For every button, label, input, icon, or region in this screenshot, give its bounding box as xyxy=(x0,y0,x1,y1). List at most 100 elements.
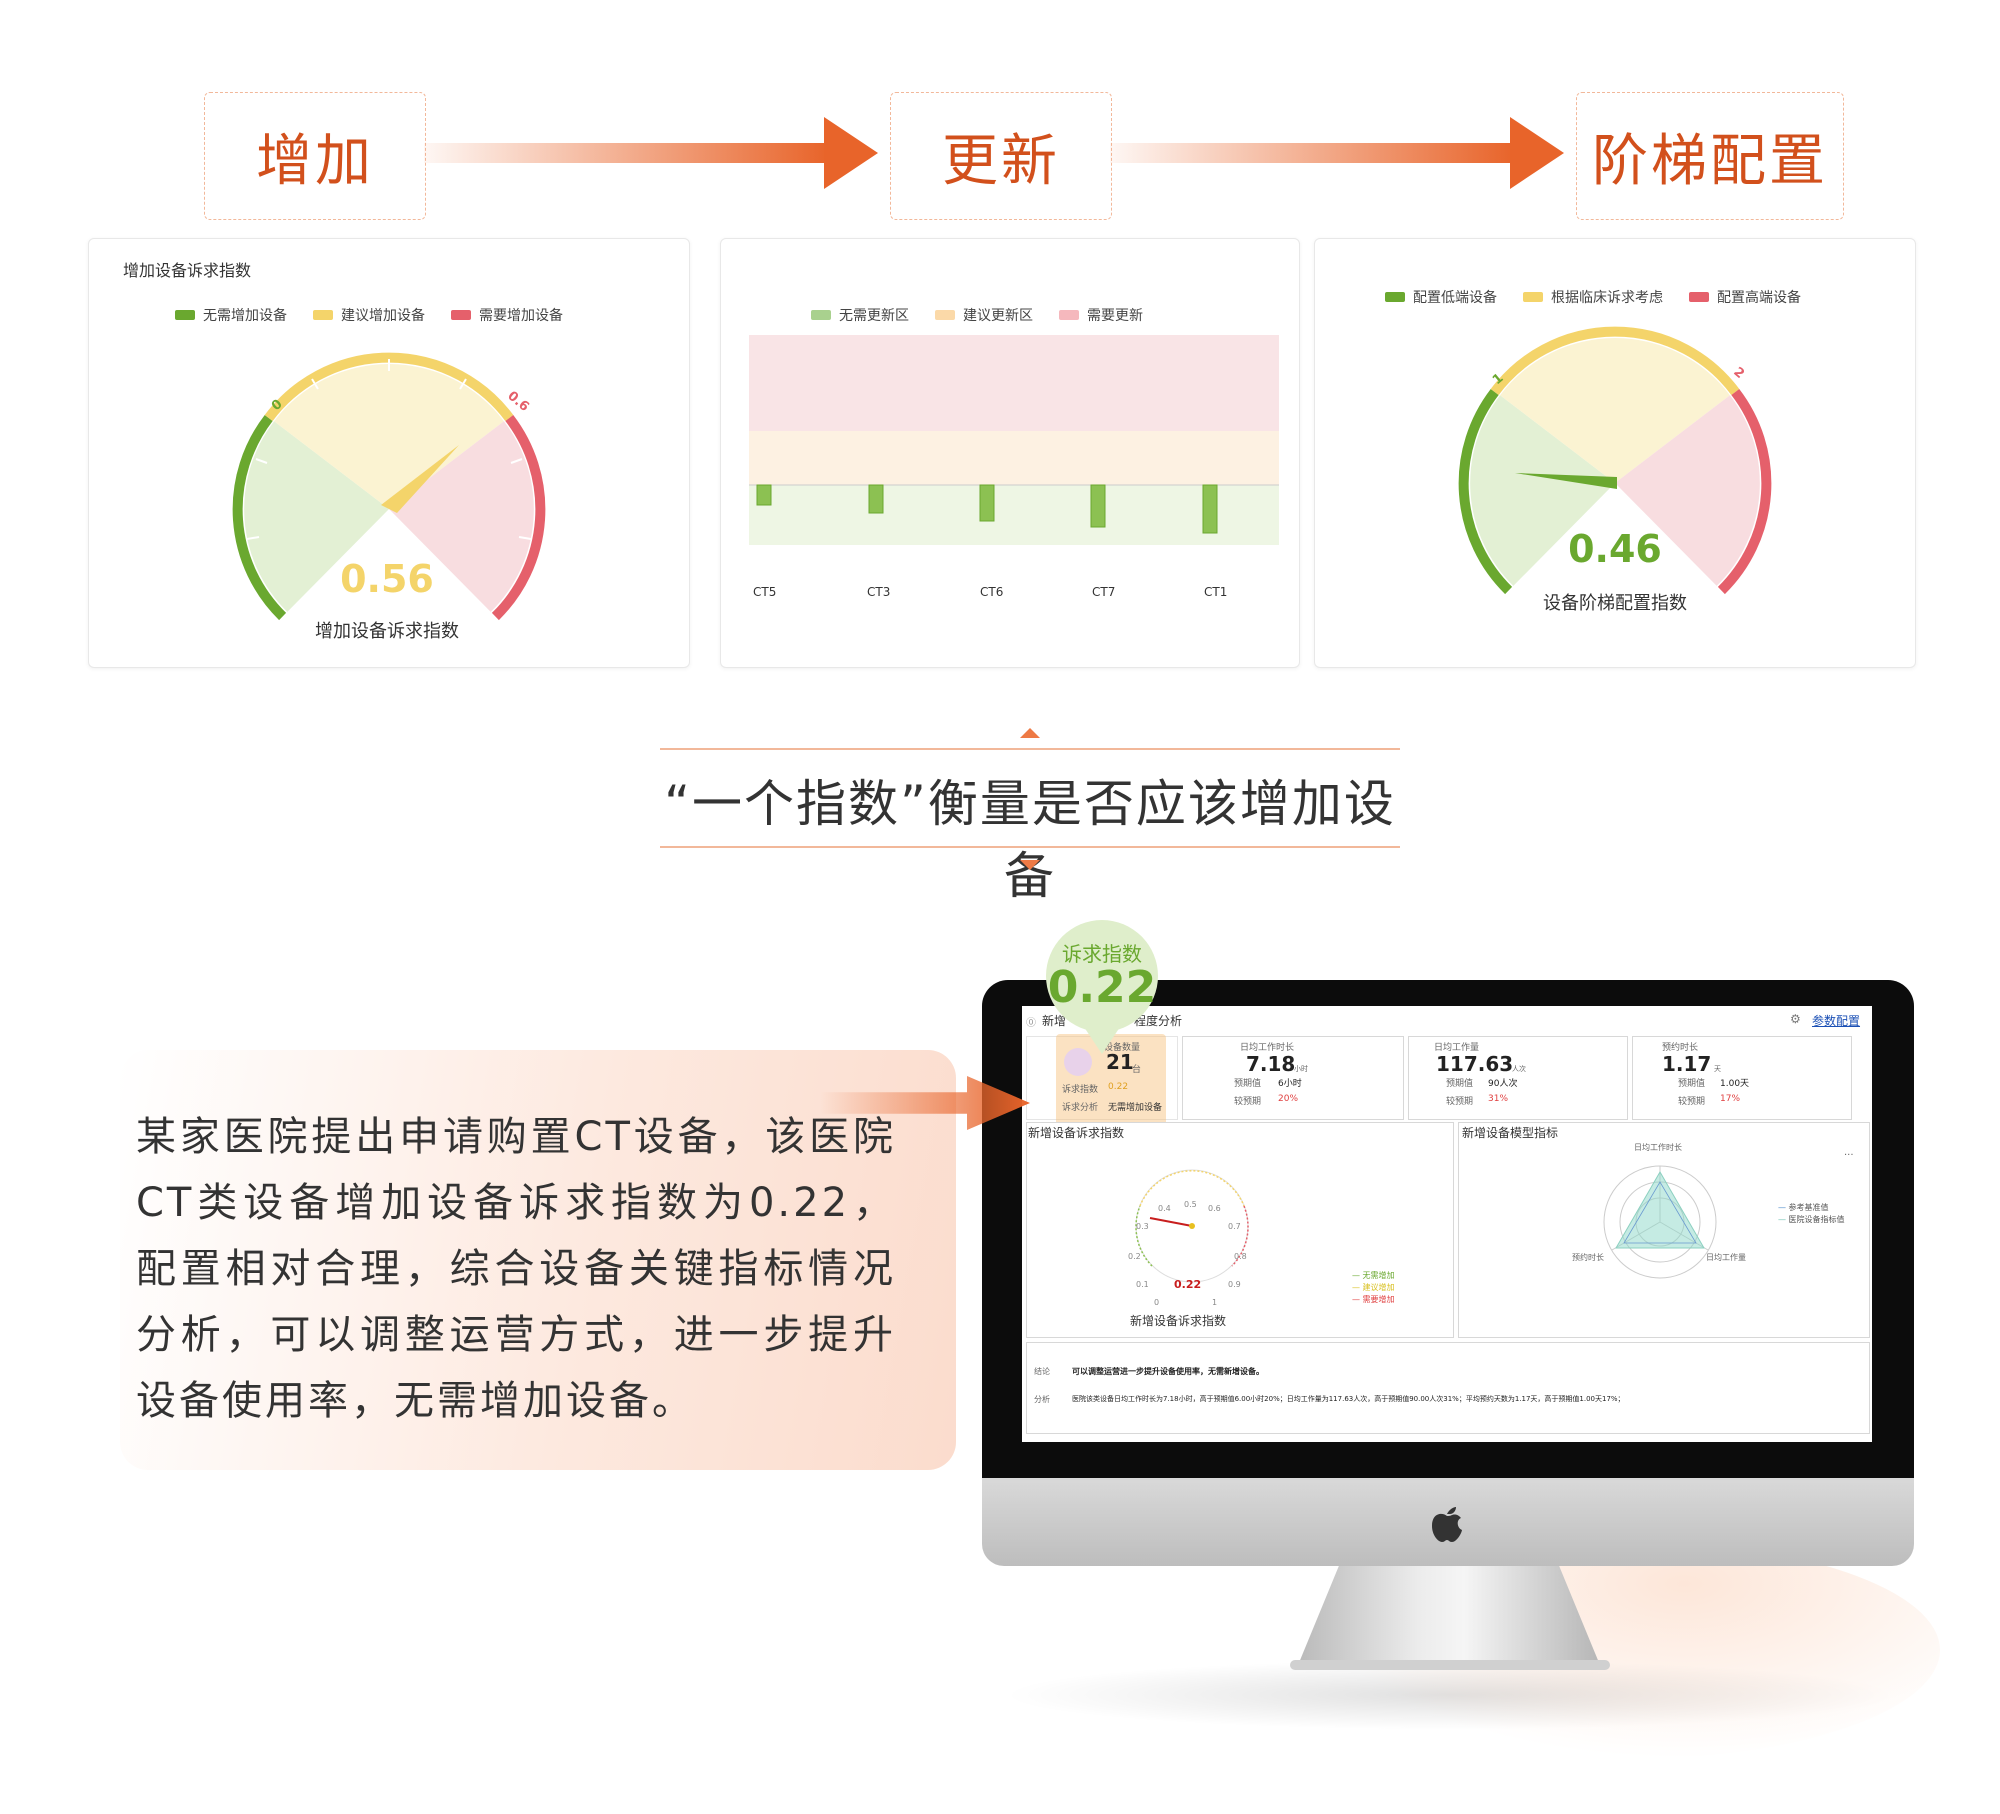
monitor-base xyxy=(1290,1660,1610,1670)
flow-arrowhead-1 xyxy=(824,117,878,189)
gauge-add-name: 增加设备诉求指数 xyxy=(315,621,459,642)
legend-item[interactable]: 建议更新区 xyxy=(935,305,1033,325)
help-icon[interactable]: ⓪ xyxy=(1026,1018,1036,1029)
legend-item[interactable]: 根据临床诉求考虑 xyxy=(1523,287,1663,307)
screen-gauge-name: 新增设备诉求指数 xyxy=(1130,1314,1227,1328)
gauge-tick: 0.9 xyxy=(1228,1280,1241,1289)
screen-title-left: 新增 xyxy=(1042,1014,1067,1028)
bar-ct7[interactable] xyxy=(1090,484,1106,528)
kpi-title: 日均工作量 xyxy=(1434,1043,1480,1053)
bar-ct5[interactable] xyxy=(756,484,772,506)
gauge-tick: 1 xyxy=(1212,1298,1218,1307)
screen-title-right: 程度分析 xyxy=(1134,1014,1183,1028)
bar-ct3[interactable] xyxy=(868,484,884,514)
step-update-label: 更新 xyxy=(942,128,1060,194)
gauge-add-value: 0.56 xyxy=(340,557,434,601)
callout-label: 诉求指数 xyxy=(1062,942,1142,966)
gauge-tick: 0.6 xyxy=(1208,1204,1221,1213)
legend-item[interactable]: 配置高端设备 xyxy=(1689,287,1801,307)
app-screen: ⓪ 新增 程度分析 ⚙ 参数配置 设备数量 21 台 诉求指数 0.22 诉求分… xyxy=(1022,1006,1872,1442)
callout-value: 0.22 xyxy=(1047,962,1157,1013)
gauge-tick: 0.7 xyxy=(1228,1222,1241,1231)
kpi-compare: 20% xyxy=(1278,1094,1299,1104)
headline-bottom-line xyxy=(660,846,1400,848)
screen-gauge-value: 0.22 xyxy=(1174,1278,1202,1291)
legend-update: 无需更新区 建议更新区 需要更新 xyxy=(811,305,1143,325)
step-tier-config: 阶梯配置 xyxy=(1576,92,1844,220)
legend-item[interactable]: — 需要增加 xyxy=(1352,1295,1395,1304)
kpi-title: 预约时长 xyxy=(1662,1043,1699,1053)
kpi-compare-label: 较预期 xyxy=(1446,1097,1474,1107)
gauge-tick: 0.2 xyxy=(1128,1252,1141,1261)
legend-item[interactable]: — 无需增加 xyxy=(1352,1271,1395,1280)
step-add-label: 增加 xyxy=(256,128,374,194)
more-icon[interactable]: ··· xyxy=(1844,1150,1854,1161)
radar-chart xyxy=(1603,1165,1717,1279)
gauge-panel-title: 新增设备诉求指数 xyxy=(1028,1126,1125,1140)
analysis-value: 无需增加设备 xyxy=(1108,1103,1163,1113)
gauge-tier-value: 0.46 xyxy=(1568,527,1662,571)
kpi-compare-label: 较预期 xyxy=(1678,1097,1706,1107)
kpi-value: 7.18 xyxy=(1246,1052,1296,1076)
kpi-card xyxy=(1632,1036,1852,1120)
legend-item[interactable]: — 建议增加 xyxy=(1352,1283,1395,1292)
gauge-tick: 0.8 xyxy=(1234,1252,1247,1261)
analysis-row-label: 分析 xyxy=(1034,1395,1050,1404)
bar-ct1[interactable] xyxy=(1202,484,1218,534)
radar-axis-label: 日均工作量 xyxy=(1706,1253,1746,1262)
gauge-panel xyxy=(1026,1122,1454,1338)
legend-item[interactable]: 需要更新 xyxy=(1059,305,1143,325)
card-add-title: 增加设备诉求指数 xyxy=(123,261,252,280)
gauge-tick: 0.1 xyxy=(1136,1280,1149,1289)
kpi-compare: 17% xyxy=(1720,1094,1741,1104)
description-text: 某家医院提出申请购置CT设备，该医院CT类设备增加设备诉求指数为0.22，配置相… xyxy=(136,1114,896,1424)
kpi-unit: 人次 xyxy=(1512,1065,1526,1073)
analysis-text: 医院该类设备日均工作时长为7.18小时，高于预期值6.00小时20%；日均工作量… xyxy=(1072,1395,1625,1403)
gear-icon[interactable]: ⚙ xyxy=(1790,1012,1801,1026)
index-label: 诉求指数 xyxy=(1062,1085,1099,1095)
headline: “一个指数”衡量是否应该增加设备 xyxy=(664,775,1396,905)
config-link[interactable]: 参数配置 xyxy=(1812,1014,1861,1028)
gauge-tick: 0.5 xyxy=(1184,1200,1197,1209)
gauge-tick: 0.3 xyxy=(1136,1222,1149,1231)
monitor-chin xyxy=(982,1478,1914,1566)
legend-item[interactable]: 无需更新区 xyxy=(811,305,909,325)
bar-ct6[interactable] xyxy=(979,484,995,522)
legend-item[interactable]: 需要增加设备 xyxy=(451,305,563,325)
step-tier-label: 阶梯配置 xyxy=(1592,128,1828,194)
category-label: CT1 xyxy=(1204,585,1228,599)
kpi-expect: 6小时 xyxy=(1278,1079,1302,1089)
screen-gauge-legend: — 无需增加 — 建议增加 — 需要增加 xyxy=(1352,1270,1395,1306)
headline-top-line xyxy=(660,748,1400,750)
conclusion-panel xyxy=(1026,1342,1870,1434)
gauge-tick: 0.4 xyxy=(1158,1204,1171,1213)
category-label: CT7 xyxy=(1092,585,1116,599)
kpi-card xyxy=(1182,1036,1404,1120)
kpi-expect-label: 预期值 xyxy=(1446,1079,1474,1089)
kpi-compare-label: 较预期 xyxy=(1234,1097,1262,1107)
radar-panel-title: 新增设备模型指标 xyxy=(1462,1126,1559,1140)
legend-item[interactable]: — 医院设备指标值 xyxy=(1778,1215,1845,1224)
kpi-title: 日均工作时长 xyxy=(1240,1043,1295,1053)
kpi-compare: 31% xyxy=(1488,1094,1509,1104)
legend-item[interactable]: 建议增加设备 xyxy=(313,305,425,325)
headline-up-triangle xyxy=(1020,728,1040,738)
legend-item[interactable]: 无需增加设备 xyxy=(175,305,287,325)
monitor-stand xyxy=(1296,1566,1602,1670)
radar-legend: — 参考基准值 — 医院设备指标值 xyxy=(1778,1202,1845,1226)
radar-axis-label: 日均工作时长 xyxy=(1634,1143,1682,1152)
kpi-expect: 90人次 xyxy=(1488,1079,1518,1089)
step-update: 更新 xyxy=(890,92,1112,220)
legend-item[interactable]: 配置低端设备 xyxy=(1385,287,1497,307)
radar-axis-label: 预约时长 xyxy=(1572,1253,1604,1262)
step-add: 增加 xyxy=(204,92,426,220)
conclusion-label: 结论 xyxy=(1034,1367,1050,1376)
kpi-value: 117.63 xyxy=(1436,1052,1514,1076)
category-label: CT6 xyxy=(980,585,1004,599)
device-count-unit: 台 xyxy=(1132,1065,1142,1075)
category-label: CT3 xyxy=(867,585,891,599)
legend-item[interactable]: — 参考基准值 xyxy=(1778,1203,1829,1212)
flow-arrow-2 xyxy=(1110,143,1514,163)
apple-logo-icon xyxy=(1432,1507,1462,1542)
kpi-unit: 天 xyxy=(1714,1065,1721,1073)
